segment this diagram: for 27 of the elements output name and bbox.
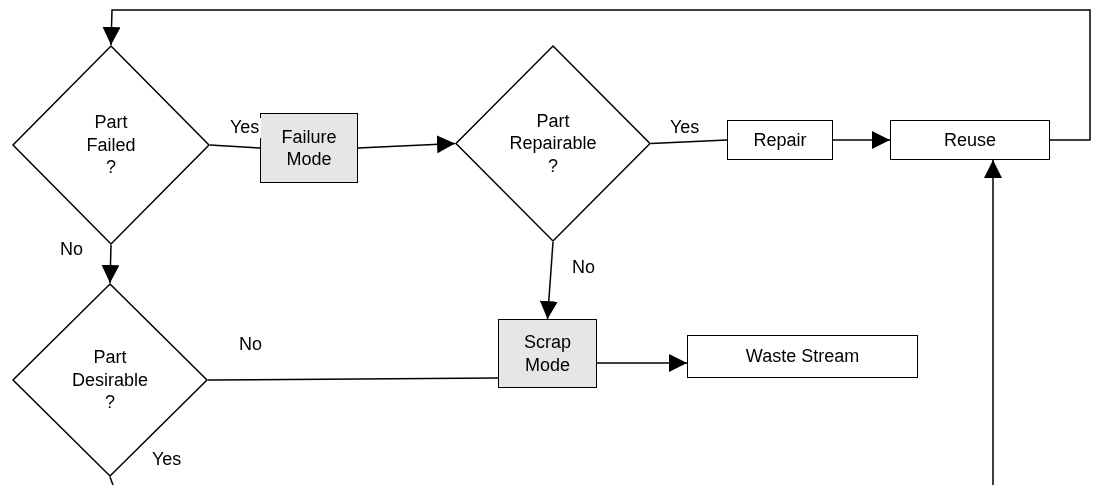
decision-text: Part Repairable ? <box>508 109 598 178</box>
process-box <box>687 335 918 378</box>
arrow <box>102 9 1091 141</box>
step-text: Repair <box>753 128 807 152</box>
arrow <box>101 244 120 284</box>
connector-line <box>207 377 499 381</box>
process-box <box>890 120 1050 160</box>
arrow <box>984 159 1002 485</box>
connector-line <box>650 139 728 145</box>
arrow <box>832 131 891 149</box>
process-box <box>498 319 597 388</box>
connector-line <box>109 476 114 485</box>
edge-label: Yes <box>228 118 262 138</box>
decision-text: Part Desirable ? <box>70 346 149 414</box>
connector-line <box>209 144 261 149</box>
step-text: Reuse <box>944 128 996 152</box>
arrow <box>596 354 688 372</box>
arrow <box>357 135 456 154</box>
step-text: Failure Mode <box>280 125 338 171</box>
decision-text: Part Failed ? <box>85 111 137 179</box>
step-text: Waste Stream <box>745 345 860 368</box>
process-box <box>260 113 358 183</box>
process-box <box>727 120 833 160</box>
decision-diamond <box>455 45 651 242</box>
arrow <box>539 241 558 320</box>
decision-diamond <box>12 283 208 477</box>
step-text: Scrap Mode <box>523 331 572 376</box>
